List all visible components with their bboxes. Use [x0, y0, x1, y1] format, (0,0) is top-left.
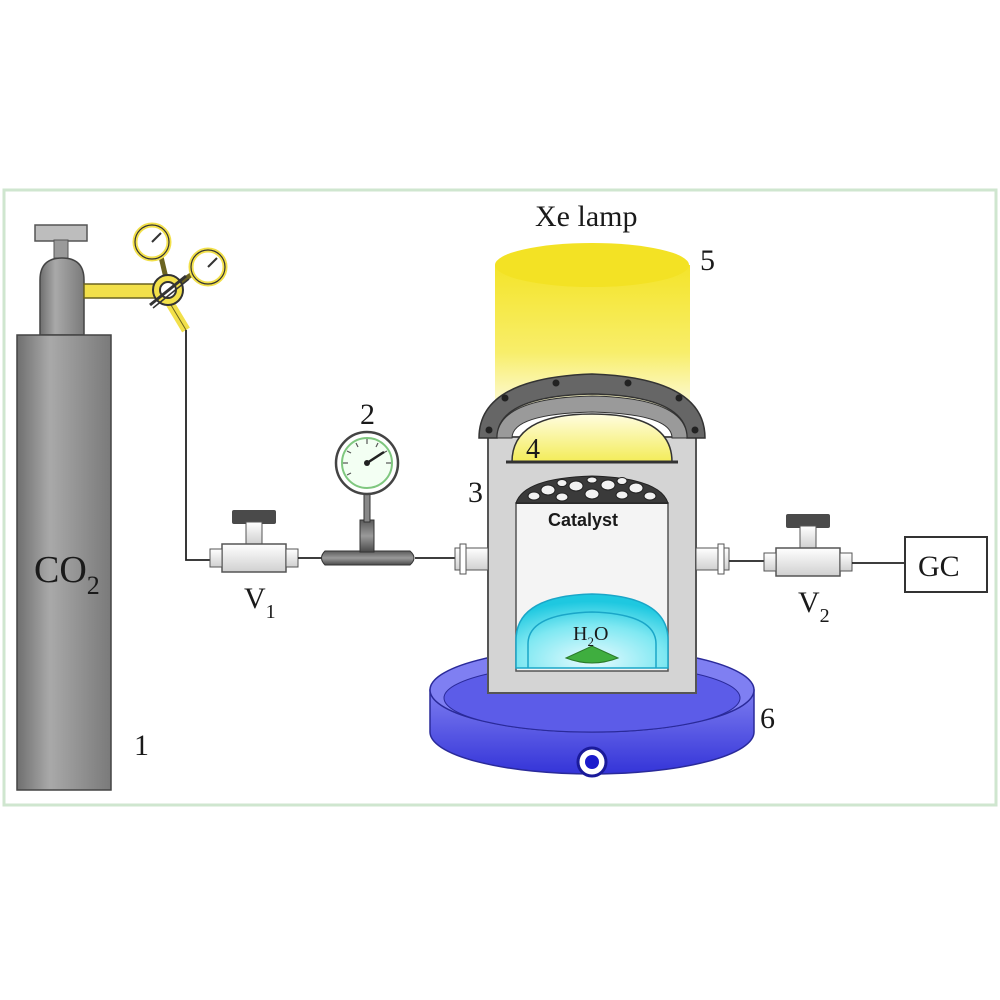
regulator-gauge-left-icon	[132, 222, 172, 262]
label-number-2: 2	[360, 398, 375, 431]
catalyst-label: Catalyst	[548, 510, 618, 530]
gc-box	[904, 536, 988, 593]
water-label: H2O	[573, 623, 608, 649]
catalyst-bed-icon	[515, 475, 669, 504]
pressure-gauge-tee	[321, 491, 415, 566]
valve-v2-label: V2	[798, 586, 830, 627]
co2-label: CO2	[34, 549, 100, 600]
quartz-window	[506, 413, 678, 464]
label-number-6: 6	[760, 702, 775, 735]
label-number-3: 3	[468, 476, 483, 509]
bath-outlet-icon	[576, 746, 608, 778]
regulator-gauge-right-icon	[188, 247, 228, 287]
co2-cylinder	[16, 224, 112, 791]
label-number-4: 4	[526, 434, 540, 465]
pressure-gauge-icon	[334, 430, 400, 496]
valve-v1-label: V1	[244, 582, 276, 623]
label-number-5: 5	[700, 244, 715, 277]
valve-v2-icon	[763, 514, 853, 577]
water-vessel	[515, 593, 669, 669]
xe-lamp-label: Xe lamp	[535, 200, 637, 233]
valve-v1-icon	[209, 510, 299, 573]
gc-label: GC	[918, 550, 960, 583]
label-number-1: 1	[134, 729, 149, 762]
xe-lamp	[495, 243, 690, 410]
